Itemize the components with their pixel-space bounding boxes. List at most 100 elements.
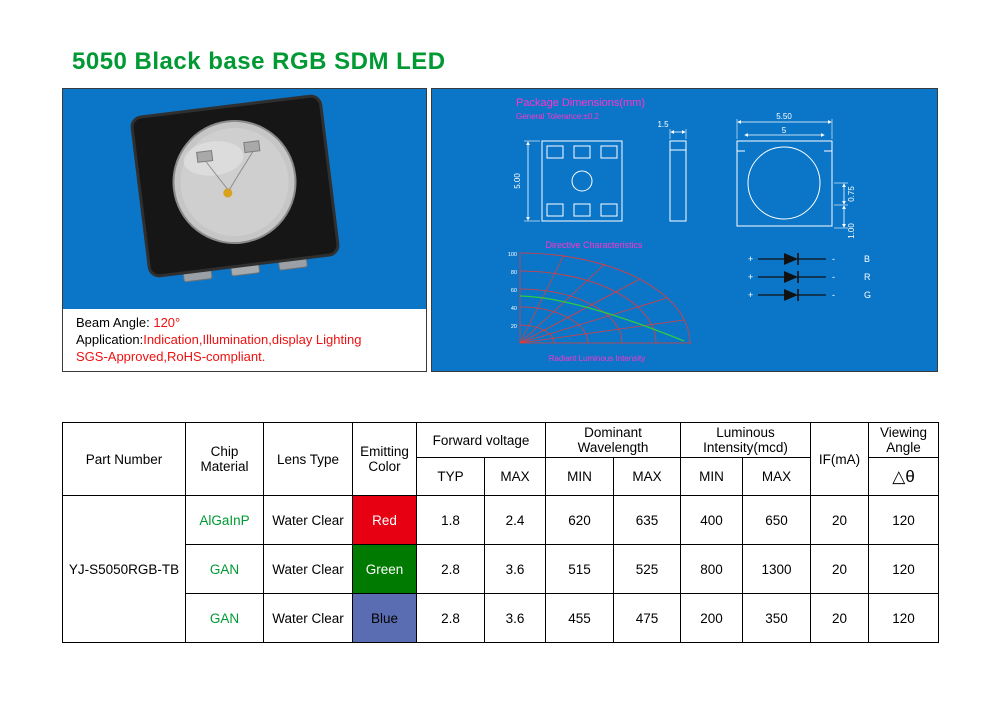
li-max-cell: 350 (742, 593, 812, 643)
diode-symbol (784, 253, 798, 265)
header-li-min: MIN (680, 457, 744, 496)
viewing-angle-cell: 120 (868, 495, 940, 545)
header-forward-voltage: Forward voltage (415, 422, 547, 458)
directivity-title: Directive Characteristics (545, 240, 643, 250)
header-wl-min: MIN (545, 457, 615, 496)
circuit-plus: + (748, 254, 753, 264)
vf-typ-cell: 2.8 (416, 544, 485, 594)
circuit-label-b: B (864, 254, 870, 264)
if-ma-cell: 20 (810, 593, 870, 643)
li-min-cell: 200 (680, 593, 744, 643)
lens-type-cell: Water Clear (263, 593, 353, 643)
wl-max-cell: 635 (613, 495, 682, 545)
application-line: Application:Indication,Illumination,disp… (76, 331, 413, 348)
package-dimensions-panel: Package Dimensions(mm) General Tolerance… (431, 88, 938, 372)
polar-tick: 100 (508, 252, 517, 258)
vf-max-cell: 2.4 (483, 495, 547, 545)
vf-typ-cell: 2.8 (416, 593, 485, 643)
polar-tick: 80 (511, 270, 517, 276)
if-ma-cell: 20 (810, 544, 870, 594)
polar-tick-labels: 100 80 60 40 20 (508, 252, 517, 330)
part-number-value: YJ-S5050RGB-TB (62, 495, 186, 643)
compliance-line: SGS-Approved,RoHS-compliant. (76, 349, 266, 365)
vf-max-cell: 3.6 (483, 544, 547, 594)
wl-max-cell: 525 (613, 544, 682, 594)
table-row-green: GAN Water Clear Green 2.8 3.6 515 525 80… (63, 544, 940, 594)
header-if-ma: IF(mA) (810, 422, 870, 496)
luminous-intensity-curve (519, 295, 685, 342)
beam-angle-label: Beam Angle: (76, 315, 150, 330)
li-min-cell: 400 (680, 495, 744, 545)
polar-tick: 20 (511, 324, 517, 330)
vf-max-cell: 3.6 (483, 593, 547, 643)
header-vf-max: MAX (483, 457, 547, 496)
page-title: 5050 Black base RGB SDM LED (72, 48, 446, 75)
circuit-label-r: R (864, 272, 871, 282)
plan-dim-5-00: 5.00 (513, 140, 540, 222)
beam-angle-value: 120° (153, 315, 181, 330)
circuit-plus: + (748, 290, 753, 300)
dim-plan-side: 5.00 (513, 173, 522, 189)
application-value: Indication,Illumination,display Lighting (143, 332, 362, 348)
table-header-row-2: TYP MAX MIN MAX MIN MAX △θ (63, 457, 940, 496)
circuit-diagram: + - B + - R + - (748, 253, 871, 301)
radiant-intensity-label: Radiant Luminous Intensity (549, 354, 646, 363)
polar-tick: 60 (511, 288, 517, 294)
emitting-color-cell-green: Green (352, 544, 417, 594)
circuit-minus: - (832, 254, 835, 264)
side-dim-1-5: 1.5 (657, 120, 687, 139)
dim-lens-height: 0.75 (847, 186, 856, 202)
wl-min-cell: 515 (545, 544, 615, 594)
table-row-red: YJ-S5050RGB-TB AlGaInP Water Clear Red 1… (62, 495, 940, 643)
chip-material-cell: GAN (185, 593, 264, 643)
package-dimensions-drawing: Package Dimensions(mm) General Tolerance… (508, 97, 871, 363)
front-view (736, 140, 833, 227)
lens-type-cell: Water Clear (263, 544, 353, 594)
header-vf-typ: TYP (416, 457, 485, 496)
header-emitting-color: Emitting Color (352, 422, 417, 496)
circuit-minus: - (832, 290, 835, 300)
li-max-cell: 650 (742, 495, 812, 545)
table-row-blue: GAN Water Clear Blue 2.8 3.6 455 475 200… (63, 593, 940, 643)
vf-typ-cell: 1.8 (416, 495, 485, 545)
led-photo-illustration (63, 89, 426, 309)
wl-min-cell: 455 (545, 593, 615, 643)
viewing-angle-cell: 120 (868, 544, 940, 594)
circuit-label-g: G (864, 290, 871, 300)
front-dims-top: 5.50 5 (736, 112, 833, 139)
lens-type-cell: Water Clear (263, 495, 353, 545)
dim-front-inner-width: 5 (782, 126, 787, 135)
dim-thickness: 1.5 (657, 120, 669, 129)
header-chip-material: Chip Material (185, 422, 264, 496)
header-dominant-wavelength: Dominant Wavelength (545, 422, 682, 458)
side-view (669, 140, 687, 222)
header-lens-type: Lens Type (263, 422, 353, 496)
header-viewing-angle-symbol: △θ (868, 457, 940, 496)
header-part-number: Part Number (62, 422, 186, 496)
product-photo (63, 89, 426, 309)
chip-material-cell: GAN (185, 544, 264, 594)
diode-symbol (784, 271, 798, 283)
emitting-color-cell-red: Red (352, 495, 417, 545)
product-photo-panel: Beam Angle: 120° Application:Indication,… (62, 88, 427, 372)
front-dims-right: 0.75 1.00 (834, 182, 856, 239)
wl-max-cell: 475 (613, 593, 682, 643)
li-min-cell: 800 (680, 544, 744, 594)
dim-front-width: 5.50 (776, 112, 792, 121)
diode-symbol (784, 289, 798, 301)
drawing-title: Package Dimensions(mm) (516, 97, 645, 109)
circuit-plus: + (748, 272, 753, 282)
header-luminous-intensity: Luminous Intensity(mcd) (680, 422, 812, 458)
circuit-minus: - (832, 272, 835, 282)
li-max-cell: 1300 (742, 544, 812, 594)
header-li-max: MAX (742, 457, 812, 496)
spec-table: Part Number Chip Material Lens Type Emit… (62, 422, 940, 643)
plan-view (541, 140, 623, 222)
if-ma-cell: 20 (810, 495, 870, 545)
beam-angle-line: Beam Angle: 120° (76, 314, 413, 331)
drawing-tolerance: General Tolerance:±0.2 (516, 112, 600, 121)
dim-body-height: 1.00 (847, 223, 856, 239)
chip-material-cell: AlGaInP (185, 495, 264, 545)
wl-min-cell: 620 (545, 495, 615, 545)
